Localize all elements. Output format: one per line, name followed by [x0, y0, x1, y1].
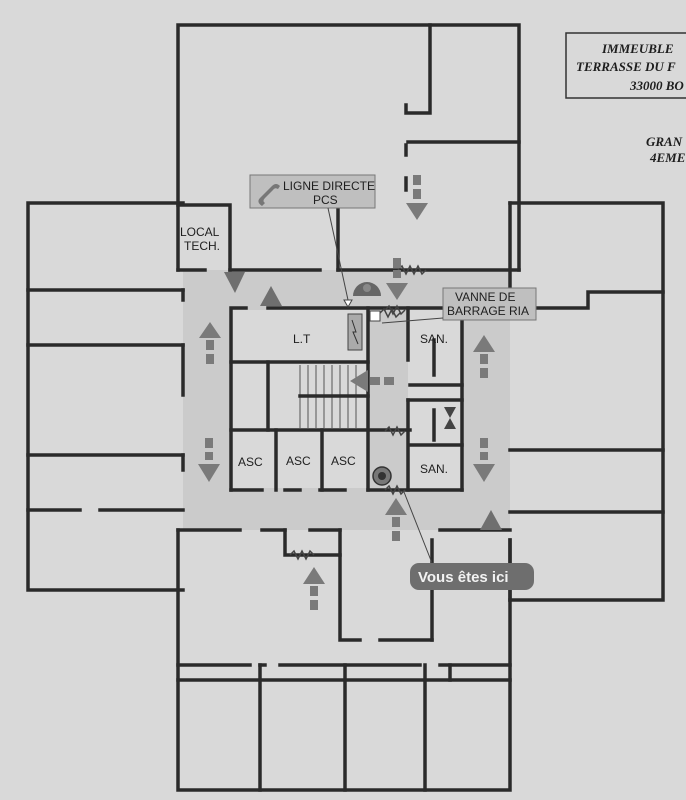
- arrow-down-icon: [473, 438, 495, 482]
- triangle-up-icon: [480, 510, 502, 530]
- door-markers: [289, 264, 427, 561]
- vanne-label: VANNE DE: [455, 290, 515, 304]
- floor-info-line-1: GRAN: [646, 134, 683, 149]
- room-san-bottom: SAN.: [420, 462, 448, 476]
- room-san-top: SAN.: [420, 332, 448, 346]
- room-local-tech-line-2: TECH.: [184, 239, 220, 253]
- room-labels: LOCAL TECH. L.T SAN. SAN. ASC ASC ASC: [180, 225, 448, 476]
- triangle-up-icon: [260, 286, 282, 306]
- arrow-up-icon: [385, 498, 407, 541]
- triangle-down-icon: [224, 272, 245, 293]
- room-asc-2: ASC: [286, 454, 311, 468]
- floor-info: GRAN 4EME: [646, 134, 686, 165]
- ligne-directe-label: LIGNE DIRECTE: [283, 179, 375, 193]
- walls: [26, 23, 665, 792]
- arrow-down-icon: [198, 438, 220, 482]
- valve-icon: [444, 407, 456, 429]
- arrow-down-icon: [406, 175, 428, 220]
- arrow-down-icon: [386, 258, 408, 300]
- callout-vanne: VANNE DE BARRAGE RIA: [369, 287, 537, 324]
- vanne-barrage-label: BARRAGE RIA: [447, 304, 529, 318]
- title-block: IMMEUBLE TERRASSE DU F 33000 BO: [565, 32, 686, 99]
- telephone-icon: [258, 184, 280, 206]
- room-local-tech: LOCAL: [180, 225, 220, 239]
- you-are-here-label: Vous êtes ici: [418, 569, 509, 586]
- title-line-3: 33000 BO: [629, 78, 684, 93]
- ligne-directe-pcs-label: PCS: [313, 193, 338, 207]
- arrow-up-icon: [199, 322, 221, 364]
- room-asc-3: ASC: [331, 454, 356, 468]
- you-are-here-callout: Vous êtes ici: [403, 491, 534, 590]
- room-lt: L.T: [293, 332, 311, 346]
- arrow-left-icon: [350, 370, 394, 392]
- fire-extinguisher-icon: [372, 466, 392, 486]
- floor-info-line-2: 4EME: [649, 150, 686, 165]
- arrow-up-icon: [473, 335, 495, 378]
- title-line-1: IMMEUBLE: [601, 41, 674, 56]
- room-asc-1: ASC: [238, 455, 263, 469]
- arrow-up-icon: [303, 567, 325, 610]
- corridor-zones: [183, 270, 510, 530]
- evacuation-arrows: [198, 175, 495, 610]
- title-line-2: TERRASSE DU F: [576, 59, 676, 74]
- callout-ligne-directe: LIGNE DIRECTE PCS: [249, 174, 376, 309]
